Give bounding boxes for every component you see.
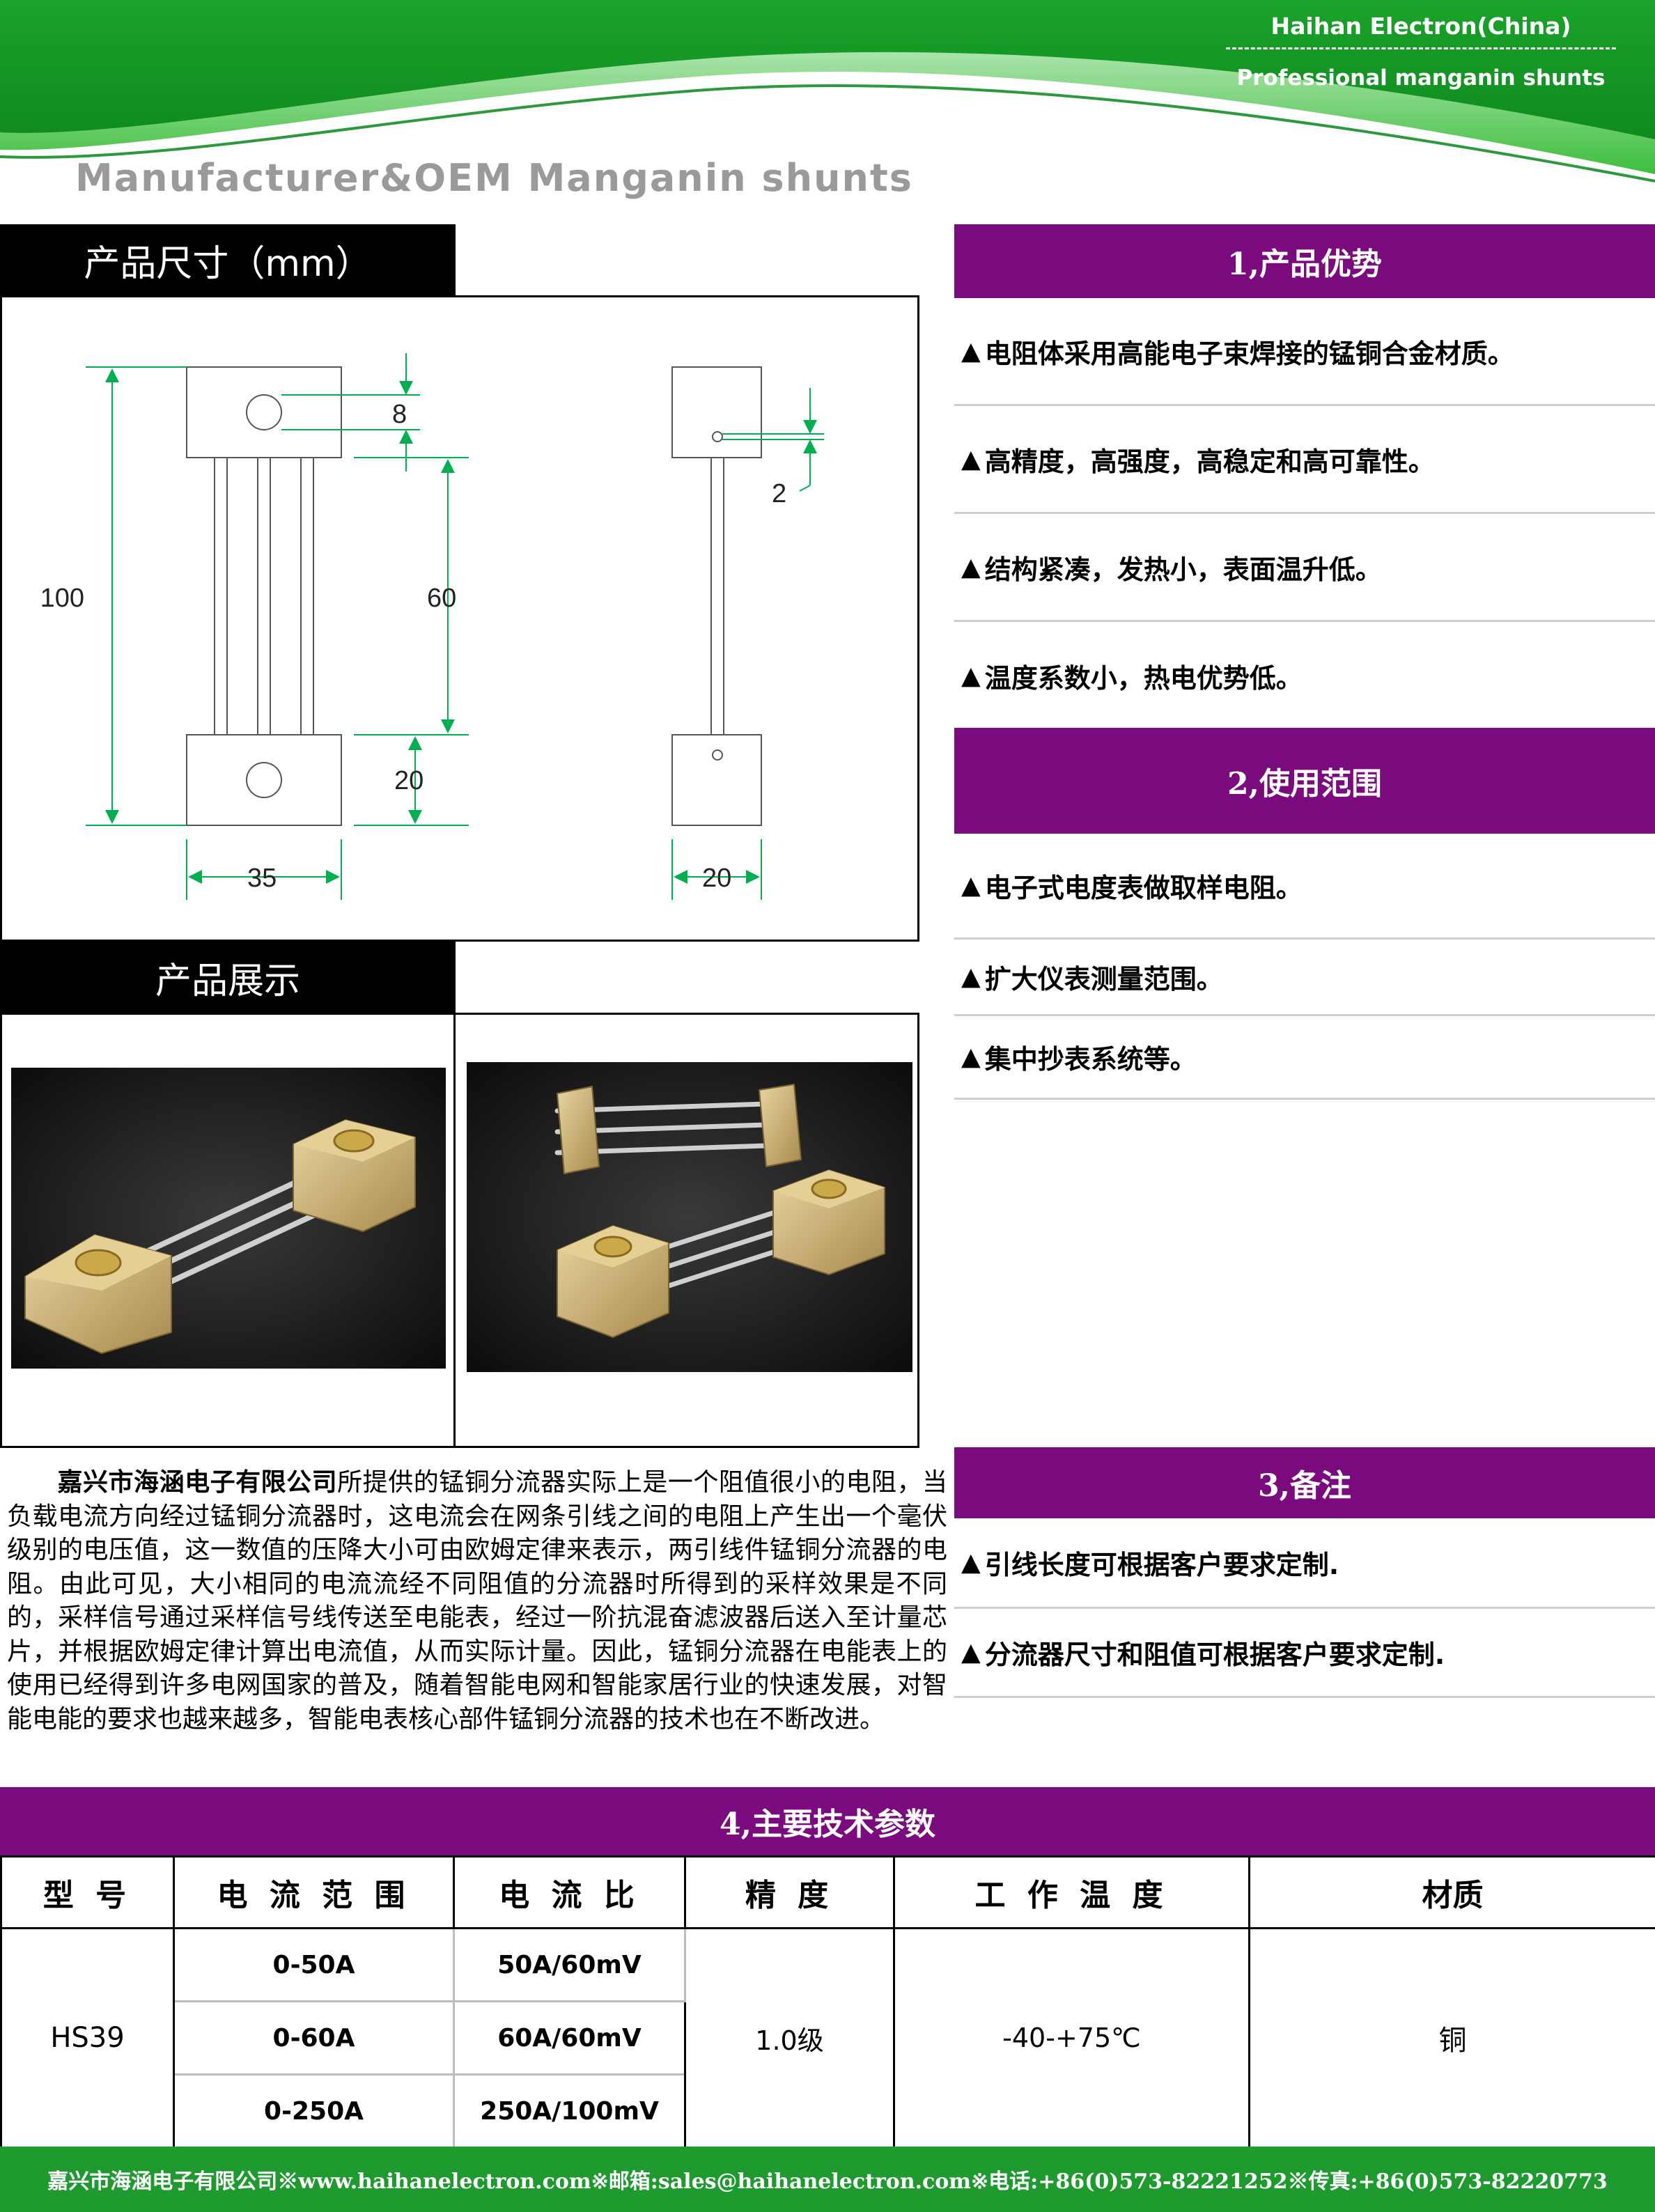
dim-width-label: 35	[247, 864, 277, 893]
usage-header: 2,使用范围	[954, 728, 1655, 834]
dim-height-label: 100	[40, 584, 84, 613]
brand-name: Haihan Electron(China)	[1271, 13, 1571, 40]
ratio-cell: 250A/100mV	[453, 2073, 686, 2149]
brand-tagline: Professional manganin shunts	[1236, 65, 1606, 91]
page-title: Manufacturer&OEM Manganin shunts	[75, 156, 913, 200]
ratio-cell: 60A/60mV	[453, 2000, 686, 2075]
contact-footer: 嘉兴市海涵电子有限公司※www.haihanelectron.com※邮箱:sa…	[0, 2147, 1655, 2212]
product-photo-1	[11, 1068, 446, 1369]
ratio-cell: 50A/60mV	[453, 1927, 686, 2002]
table-row: 0-60A 60A/60mV	[1, 2000, 1655, 2075]
dimensions-drawing-box: 100 8 60 20 35 2 20	[0, 295, 919, 942]
page-header: Haihan Electron(China) Professional mang…	[0, 0, 1655, 209]
usage-item: ▲扩大仪表测量范围。	[954, 940, 1655, 1016]
col-header-ratio: 电 流 比	[453, 1855, 686, 1929]
dimension-drawing: 100 8 60 20 35 2 20	[40, 353, 824, 900]
header-wave	[0, 0, 1655, 209]
intro-paragraph: 嘉兴市海涵电子有限公司所提供的锰铜分流器实际上是一个阻值很小的电阻，当负载电流方…	[7, 1465, 947, 1736]
dimensions-label: 产品尺寸（mm）	[0, 224, 456, 295]
advantage-item: ▲电阻体采用高能电子束焊接的锰铜合金材质。	[954, 298, 1655, 406]
notes-header: 3,备注	[954, 1447, 1655, 1518]
note-item: ▲分流器尺寸和阻值可根据客户要求定制.	[954, 1609, 1655, 1698]
col-header-model: 型 号	[0, 1855, 175, 1929]
company-name: 嘉兴市海涵电子有限公司	[57, 1467, 338, 1497]
brand-separator	[1226, 47, 1616, 49]
material-cell: 铜	[1248, 1927, 1655, 2149]
usage-list: ▲电子式电度表做取样电阻。 ▲扩大仪表测量范围。 ▲集中抄表系统等。	[954, 834, 1655, 1100]
intro-text: 所提供的锰铜分流器实际上是一个阻值很小的电阻，当负载电流方向经过锰铜分流器时，这…	[7, 1468, 947, 1734]
range-cell: 0-250A	[173, 2073, 455, 2149]
temperature-cell: -40-+75℃	[893, 1927, 1250, 2149]
usage-item: ▲电子式电度表做取样电阻。	[954, 834, 1655, 940]
usage-item: ▲集中抄表系统等。	[954, 1016, 1655, 1100]
table-row: HS39 0-50A 50A/60mV 1.0级 -40-+75℃ 铜	[0, 1927, 1655, 2149]
table-row: 0-250A 250A/100mV	[1, 2073, 1655, 2149]
range-cell: 0-60A	[173, 2000, 455, 2075]
dim-side-width-label: 20	[702, 864, 731, 893]
notes-list: ▲引线长度可根据客户要求定制. ▲分流器尺寸和阻值可根据客户要求定制.	[954, 1518, 1655, 1698]
advantages-header: 1,产品优势	[954, 224, 1655, 298]
advantage-item: ▲结构紧凑，发热小，表面温升低。	[954, 514, 1655, 622]
col-header-temperature: 工 作 温 度	[893, 1855, 1250, 1929]
dim-block-label: 20	[394, 766, 424, 795]
display-box	[0, 1013, 919, 1448]
col-header-material: 材质	[1248, 1855, 1655, 1929]
col-header-accuracy: 精 度	[684, 1855, 895, 1929]
col-header-range: 电 流 范 围	[173, 1855, 455, 1929]
advantage-item: ▲温度系数小，热电优势低。	[961, 662, 1303, 694]
product-photo-2	[467, 1062, 912, 1372]
display-label: 产品展示	[0, 942, 456, 1013]
dim-span-label: 60	[427, 584, 456, 613]
accuracy-cell: 1.0级	[684, 1927, 895, 2149]
dim-side-hole-label: 2	[772, 479, 786, 508]
note-item: ▲引线长度可根据客户要求定制.	[954, 1518, 1655, 1609]
advantage-item: ▲高精度，高强度，高稳定和高可靠性。	[954, 406, 1655, 514]
specs-table: 型 号 电 流 范 围 电 流 比 精 度 工 作 温 度 材质 HS39 0-…	[0, 1855, 1655, 2149]
model-cell: HS39	[0, 1927, 175, 2149]
specs-header: 4,主要技术参数	[0, 1787, 1655, 1855]
dim-hole-label: 8	[392, 400, 407, 429]
range-cell: 0-50A	[173, 1927, 455, 2002]
display-divider	[453, 1013, 456, 1448]
advantages-list: ▲电阻体采用高能电子束焊接的锰铜合金材质。 ▲高精度，高强度，高稳定和高可靠性。…	[954, 298, 1655, 730]
